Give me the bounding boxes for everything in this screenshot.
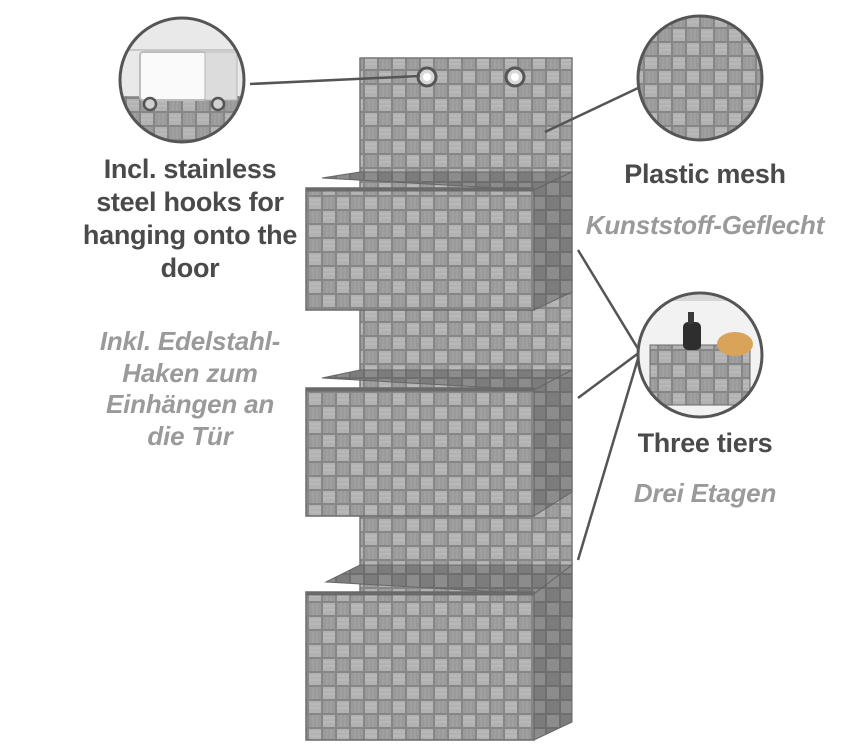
hooks-german-line: Einhängen an: [105, 389, 275, 420]
mesh-label-german: Kunststoff-Geflecht: [585, 210, 825, 240]
hooks-english-line: steel hooks for: [96, 186, 284, 217]
callout-lines: [249, 74, 642, 561]
sponge-icon: [717, 332, 753, 356]
basket-top: [305, 171, 573, 311]
hook-detail-circle: [118, 16, 246, 144]
tiers-label-german: Drei Etagen: [633, 478, 777, 508]
hooks-german-line: Haken zum: [122, 357, 258, 388]
back-panel: [359, 57, 573, 619]
tiers-label-english: Three tiers: [637, 428, 773, 458]
basket-bottom: [305, 563, 574, 741]
mesh-detail-circle: [636, 14, 764, 142]
hooks-english-line: door: [160, 252, 220, 283]
hook-icon: [139, 51, 207, 101]
hooks-english-line: Incl. stainless: [103, 154, 277, 184]
basket-middle: [305, 369, 573, 517]
hooks-label-english: Incl. stainless steel hooks for hanging …: [40, 153, 340, 285]
tier-detail-circle: [636, 291, 764, 419]
hooks-german-line: die Tür: [147, 421, 233, 452]
hooks-german-line: Inkl. Edelstahl-: [99, 326, 281, 356]
hooks-english-line: hanging onto the: [82, 219, 298, 250]
hooks-label-german: Inkl. Edelstahl- Haken zum Einhängen an …: [40, 326, 340, 453]
soap-dispenser-icon: [683, 322, 701, 350]
mesh-label-english: Plastic mesh: [624, 159, 786, 189]
